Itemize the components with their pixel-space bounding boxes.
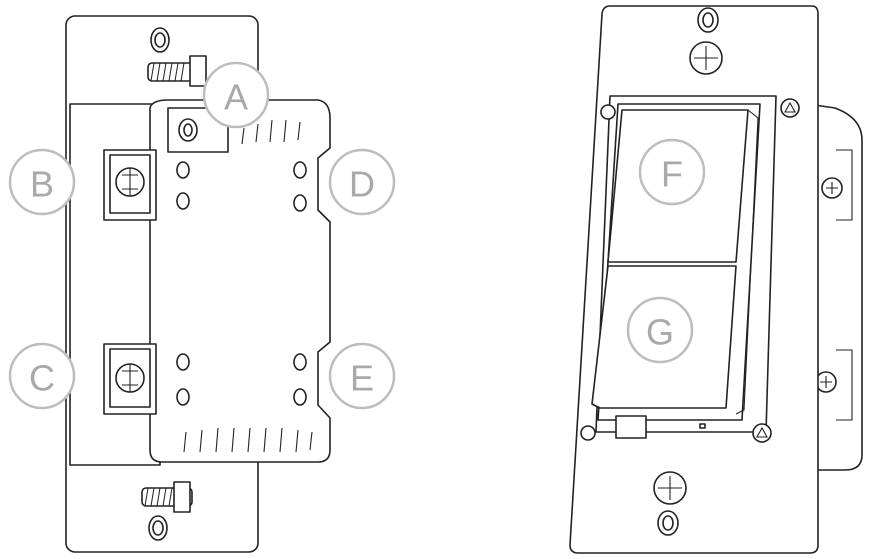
callout-d-label: D <box>349 164 375 205</box>
callout-a-label: A <box>224 77 248 118</box>
back-housing <box>150 100 330 462</box>
callout-c-label: C <box>29 358 55 399</box>
bottom-tab <box>616 416 646 438</box>
callout-e-label: E <box>350 358 374 399</box>
callout-c: C <box>10 344 74 408</box>
back-view-switch <box>66 16 330 552</box>
callout-g: G <box>628 298 692 362</box>
bottom-plate-screw-icon <box>654 472 686 504</box>
corner-hole-icon <box>581 426 595 440</box>
callout-e: E <box>330 344 394 408</box>
callout-f: F <box>640 140 704 204</box>
callout-b-label: B <box>30 164 54 205</box>
corner-hole-icon <box>601 105 615 119</box>
callout-f-label: F <box>661 154 683 195</box>
side-screw-icon <box>816 372 836 392</box>
callout-g-label: G <box>646 312 674 353</box>
top-mounting-hole-icon <box>151 28 169 52</box>
load-screw-terminal-icon <box>104 344 156 414</box>
callout-a: A <box>204 63 268 127</box>
callout-b: B <box>10 150 74 214</box>
status-led <box>700 424 705 428</box>
callout-d: D <box>330 150 394 214</box>
triangle-marker-icon <box>753 424 771 442</box>
top-plate-screw-icon <box>690 42 722 74</box>
top-mounting-hole-icon <box>698 8 718 32</box>
side-screw-icon <box>822 178 842 198</box>
front-view-switch <box>570 6 862 553</box>
bottom-mounting-hole-icon <box>149 516 167 540</box>
line-screw-terminal-icon <box>104 150 156 220</box>
bottom-mounting-hole-icon <box>658 511 678 535</box>
triangle-marker-icon <box>781 99 799 117</box>
